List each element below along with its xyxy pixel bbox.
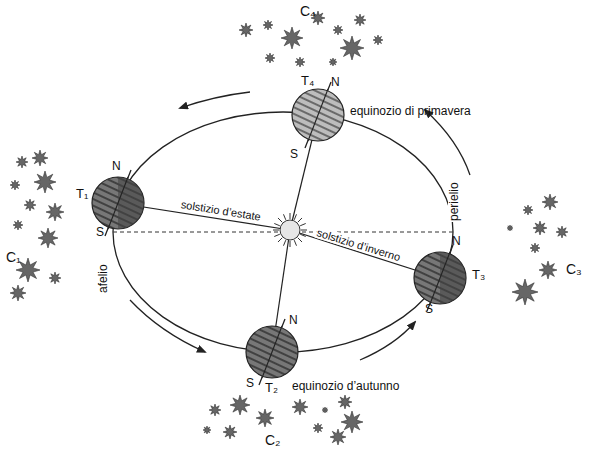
diagram-label: S (96, 226, 104, 239)
earths (92, 82, 466, 385)
line-label: perielio (448, 181, 461, 222)
diagram-label: N (331, 76, 340, 89)
sun-earth-lines (118, 115, 440, 352)
diagram-label: C₄ (300, 4, 316, 19)
earth (292, 82, 344, 148)
diagram-label: N (112, 160, 121, 173)
diagram-label: T₁ (76, 187, 88, 201)
earth (246, 319, 298, 385)
diagram-label: N (452, 235, 461, 248)
earth (414, 245, 466, 311)
diagram-label: N (289, 314, 298, 327)
sun (273, 213, 307, 247)
diagram-label: C₁ (6, 250, 21, 265)
star-clusters (10, 11, 568, 445)
diagram-label: T₃ (472, 268, 485, 282)
line-label: afelio (97, 264, 110, 293)
orbit (113, 112, 453, 352)
diagram-label: T₂ (265, 381, 278, 395)
diagram-label: T₄ (301, 74, 314, 88)
diagram-label: S (425, 303, 433, 316)
diagram-label: equinozio d’autunno (292, 380, 399, 393)
diagram-label: equinozio di primavera (350, 105, 471, 118)
diagram-label: C₂ (265, 433, 281, 448)
diagram-label: C₃ (566, 262, 582, 277)
diagram-label: S (290, 148, 298, 161)
diagram-label: S (246, 377, 254, 390)
